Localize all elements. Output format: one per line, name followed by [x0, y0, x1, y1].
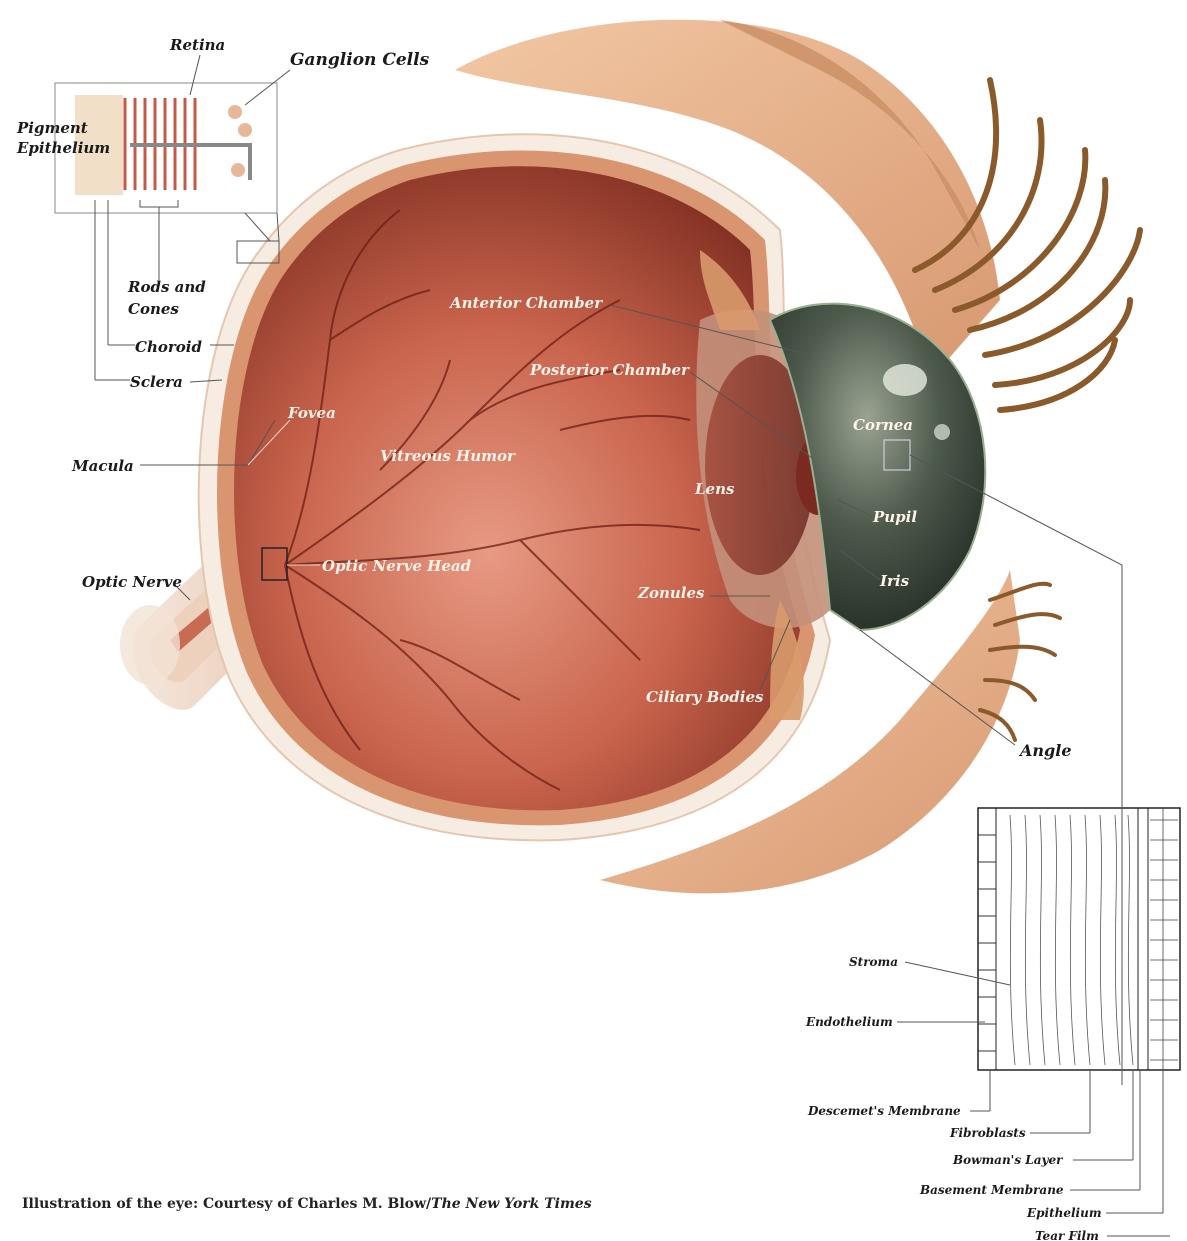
- label-descemets-membrane: Descemet's Membrane: [807, 1104, 961, 1118]
- label-endothelium: Endothelium: [805, 1015, 893, 1029]
- label-fovea: Fovea: [287, 404, 336, 422]
- label-epithelium: Epithelium: [1026, 1206, 1102, 1220]
- image-credit: Illustration of the eye: Courtesy of Cha…: [22, 1196, 592, 1212]
- credit-prefix: Illustration of the eye: Courtesy of Cha…: [22, 1196, 431, 1212]
- label-fibroblasts: Fibroblasts: [949, 1126, 1026, 1140]
- label-retina: Retina: [169, 36, 225, 54]
- label-tear-film: Tear Film: [1035, 1229, 1099, 1241]
- label-optic-nerve-head: Optic Nerve Head: [322, 557, 472, 575]
- label-ganglion-cells: Ganglion Cells: [290, 50, 430, 70]
- label-posterior-chamber: Posterior Chamber: [529, 361, 690, 379]
- label-optic-nerve: Optic Nerve: [82, 573, 182, 591]
- label-zonules: Zonules: [637, 584, 705, 602]
- cornea-cross-section: [978, 808, 1180, 1070]
- label-macula: Macula: [71, 457, 134, 475]
- label-anterior-chamber: Anterior Chamber: [448, 294, 603, 312]
- label-pigment: Pigment: [16, 119, 88, 137]
- label-ciliary-bodies: Ciliary Bodies: [646, 688, 764, 706]
- label-rods-and: Rods and: [127, 278, 206, 296]
- label-angle: Angle: [1018, 741, 1072, 760]
- label-lens: Lens: [694, 480, 735, 498]
- label-iris: Iris: [879, 572, 910, 590]
- label-cones: Cones: [128, 300, 179, 318]
- label-pigment-epithelium: Epithelium: [16, 139, 110, 157]
- cornea-highlight: [883, 364, 927, 396]
- label-stroma: Stroma: [849, 955, 898, 969]
- label-choroid: Choroid: [135, 338, 202, 356]
- label-cornea: Cornea: [853, 416, 913, 434]
- retina-callout-line: [245, 213, 270, 241]
- cornea-sparkle: [934, 424, 950, 440]
- label-sclera: Sclera: [130, 373, 183, 391]
- credit-publication: The New York Times: [431, 1196, 591, 1212]
- label-basement-membrane: Basement Membrane: [919, 1183, 1064, 1197]
- label-vitreous-humor: Vitreous Humor: [380, 447, 516, 465]
- label-bowmans-layer: Bowman's Layer: [952, 1153, 1064, 1167]
- label-pupil: Pupil: [872, 508, 917, 526]
